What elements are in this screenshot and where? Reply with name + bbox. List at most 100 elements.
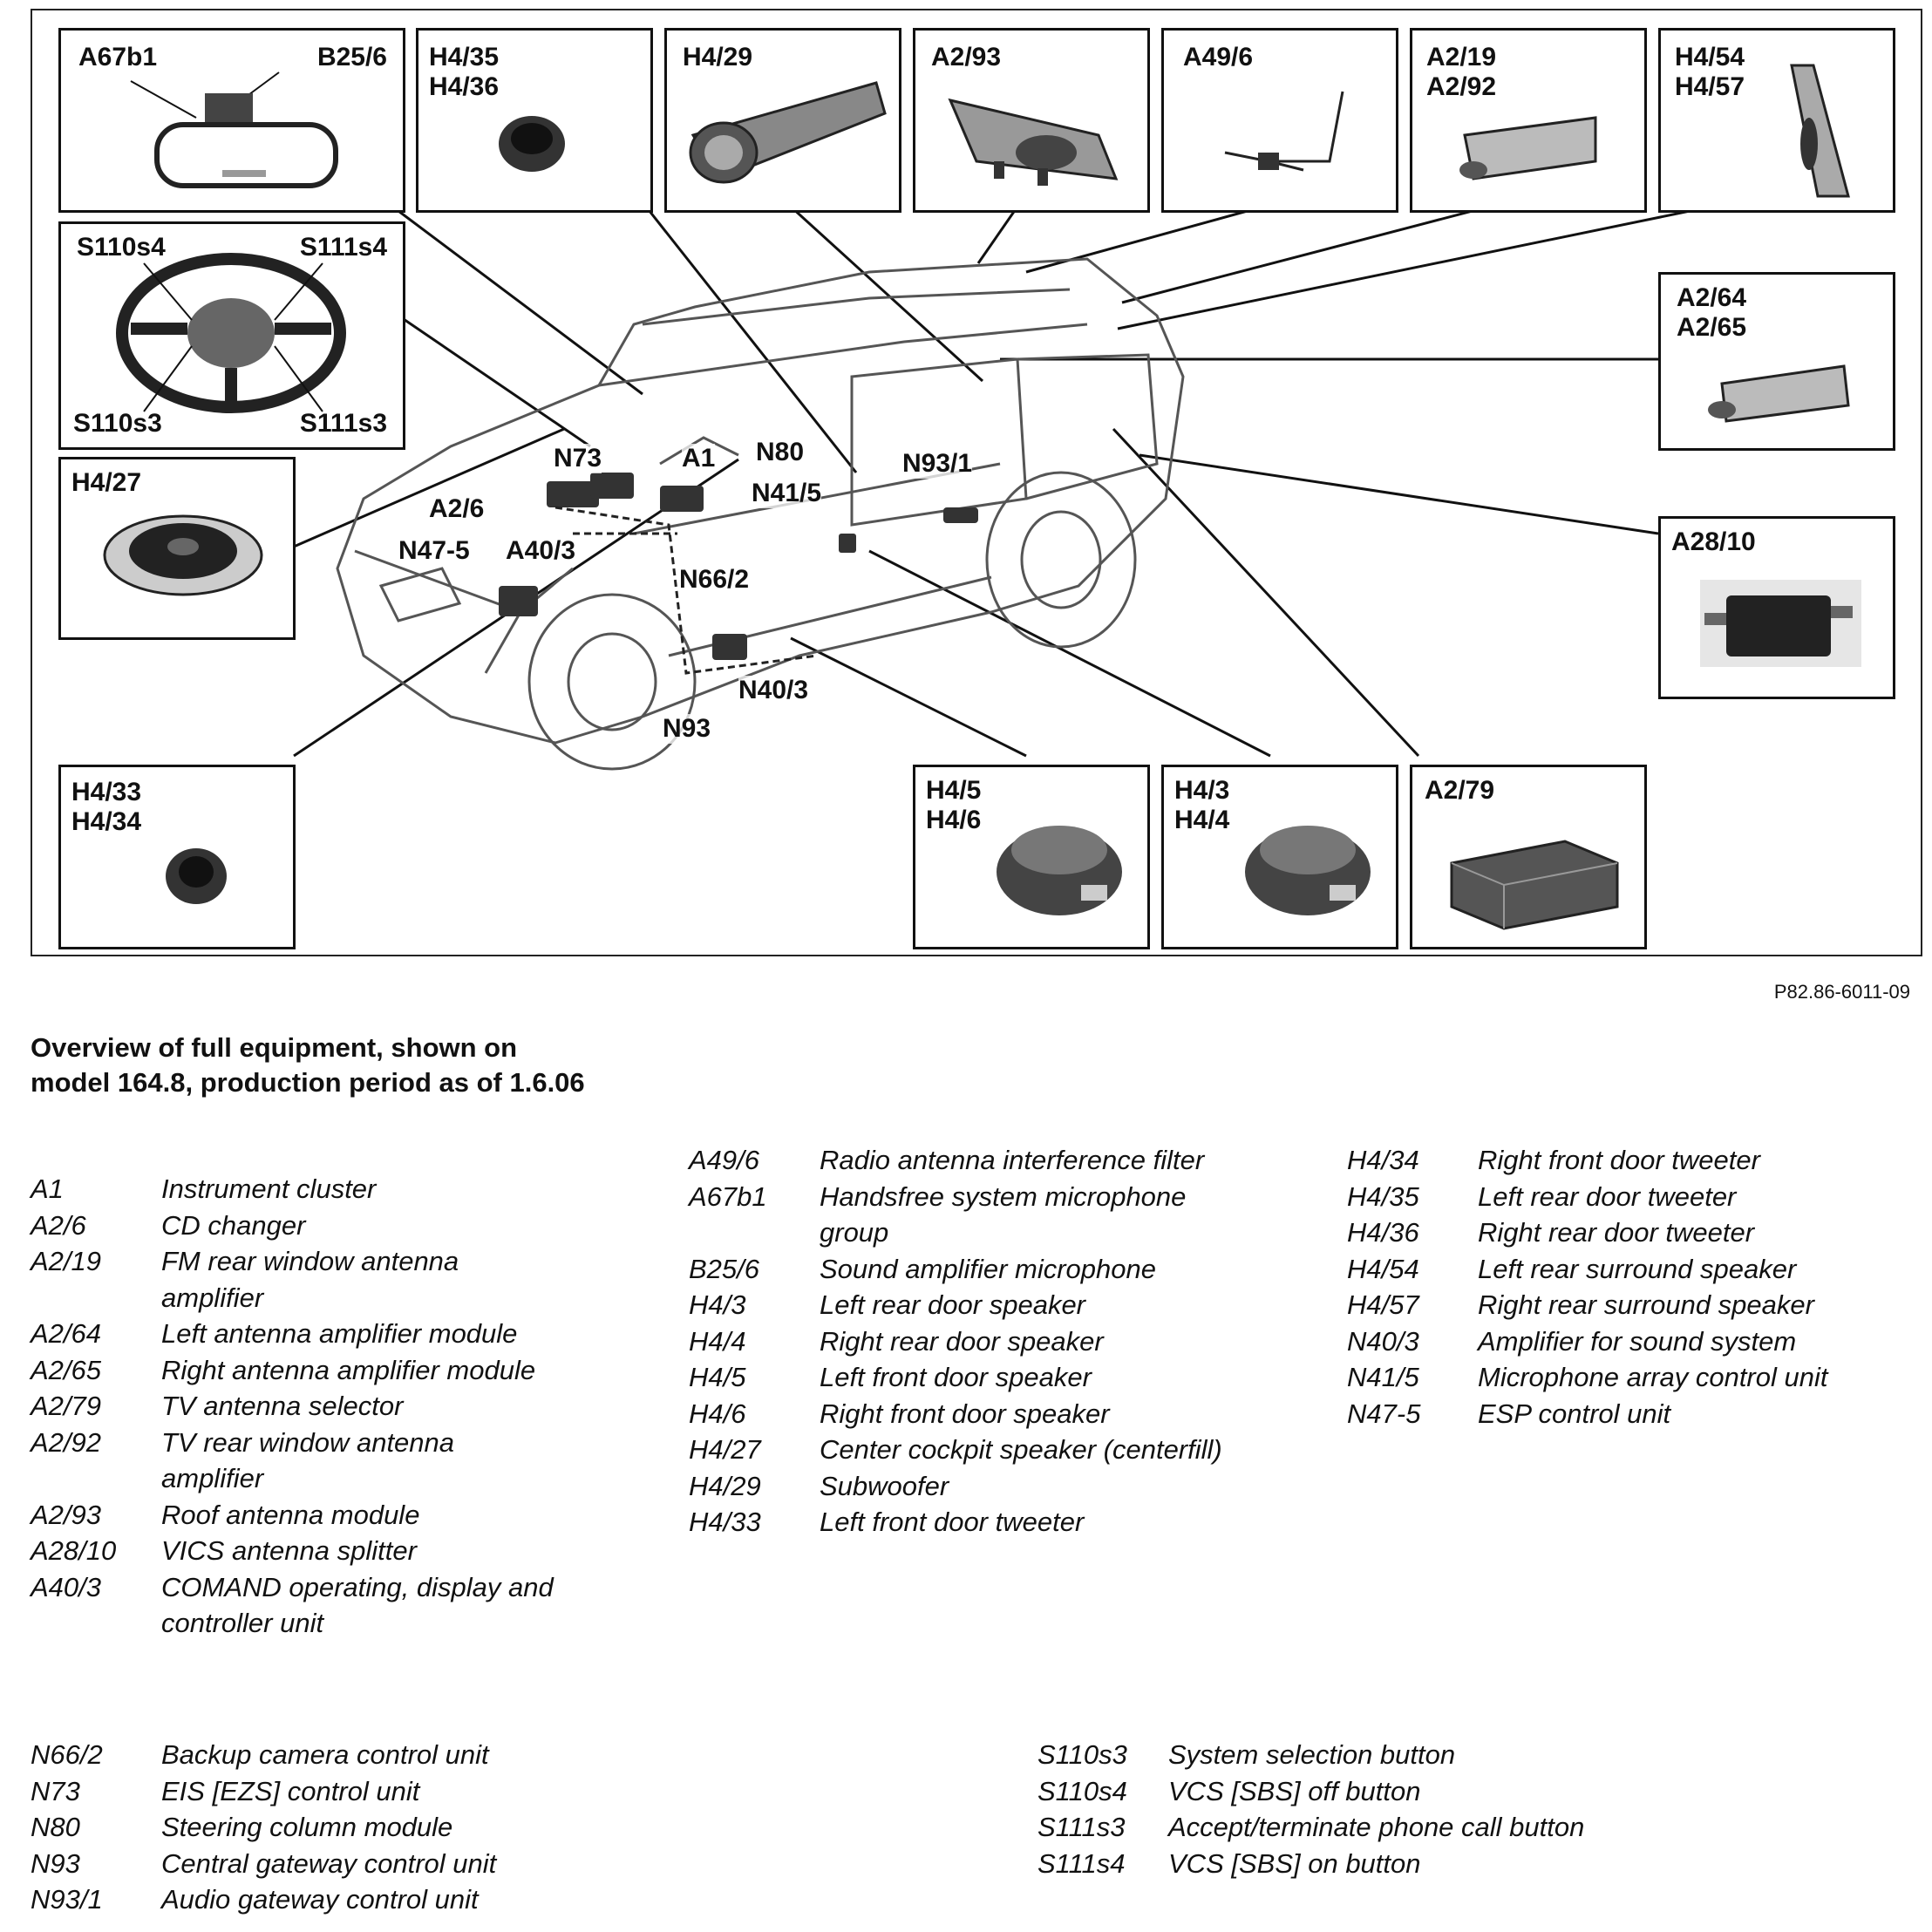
legend-code: S111s4	[1037, 1847, 1126, 1879]
legend-code: N73	[31, 1775, 80, 1806]
legend-item: A40/3 COMAND operating, display and contr…	[31, 1569, 554, 1642]
legend-description: Left antenna amplifier module	[161, 1318, 518, 1349]
callout-box-surround: H4/54 H4/57	[1658, 28, 1895, 213]
legend-code: A28/10	[31, 1535, 117, 1566]
interference-filter-icon	[1224, 91, 1344, 172]
legend-code: H4/6	[689, 1398, 746, 1429]
legend-description: Central gateway control unit	[161, 1847, 497, 1879]
legend-description: Accept/terminate phone call button	[1168, 1812, 1585, 1842]
legend-description: Left rear door speaker	[820, 1289, 1086, 1320]
legend-code: S110s4	[1037, 1775, 1127, 1806]
legend-item: H4/36 Right rear door tweeter	[1347, 1214, 1827, 1251]
legend-code: A2/64	[31, 1318, 102, 1349]
legend-description: Radio antenna interference filter	[820, 1145, 1205, 1175]
legend-description: Microphone array control unit	[1478, 1362, 1828, 1392]
label-h4-29: H4/29	[683, 43, 753, 71]
legend-item: S111s4 VCS [SBS] on button	[1037, 1846, 1584, 1882]
label-n93: N93	[663, 714, 711, 744]
legend-code: S111s3	[1037, 1812, 1126, 1842]
legend-code: H4/35	[1347, 1180, 1419, 1212]
legend-description: EIS [EZS] control unit	[161, 1775, 420, 1806]
label-n47-5: N47-5	[398, 536, 470, 566]
legend-description: Sound amplifier microphone	[820, 1253, 1156, 1284]
callout-box-mirror: A67b1 B25/6	[58, 28, 405, 213]
callout-box-antenna-module: A2/64 A2/65	[1658, 272, 1895, 451]
label-a2-93: A2/93	[931, 43, 1002, 71]
rearview-mirror-icon	[130, 71, 338, 188]
callout-box-rear-tweeter: H4/35 H4/36	[416, 28, 653, 213]
legend-code: B25/6	[689, 1253, 760, 1284]
legend-code: A40/3	[31, 1571, 102, 1602]
door-speaker-icon	[997, 826, 1122, 915]
legend-code: H4/36	[1347, 1217, 1419, 1248]
legend-description: VCS [SBS] on button	[1168, 1847, 1421, 1879]
callout-box-roof-antenna: A2/93	[913, 28, 1150, 213]
callout-box-steering-wheel: S110s4 S111s4 S110s3 S111s3	[58, 221, 405, 450]
label-b25-6: B25/6	[316, 43, 387, 71]
callout-box-front-tweeter: H4/33 H4/34	[58, 765, 296, 949]
legend-item: N73 EIS [EZS] control unit	[31, 1773, 496, 1810]
legend-description: Right front door speaker	[820, 1398, 1110, 1429]
callout-box-tv-selector: A2/79	[1410, 765, 1647, 949]
legend-description: Instrument cluster	[161, 1173, 377, 1204]
label-n73: N73	[554, 444, 602, 473]
component-location-diagram: A67b1 B25/6 H4/35 H4/36 H4/29 A2/93	[31, 9, 1922, 956]
callout-box-filter: A49/6	[1161, 28, 1398, 213]
legend-description: COMAND operating, display and controller…	[161, 1571, 554, 1639]
legend-description: Right front door tweeter	[1478, 1145, 1760, 1175]
legend-code: N80	[31, 1812, 80, 1842]
subwoofer-icon	[689, 81, 887, 184]
roof-antenna-icon	[948, 98, 1119, 186]
figure-id: P82.86-6011-09	[1773, 981, 1910, 1003]
legend-code: N40/3	[1347, 1325, 1419, 1357]
legend-description: Left front door speaker	[820, 1362, 1092, 1392]
antenna-module-icon	[1708, 364, 1850, 423]
label-a2-19-a2-92: A2/19 A2/92	[1426, 43, 1497, 101]
legend-code: H4/29	[689, 1470, 761, 1501]
callout-box-front-speaker: H4/5 H4/6	[913, 765, 1150, 949]
legend-description: Right antenna amplifier module	[161, 1354, 536, 1385]
label-s110s3: S110s3	[73, 409, 162, 438]
legend-code: H4/34	[1347, 1145, 1419, 1175]
legend-description: Right rear door tweeter	[1478, 1217, 1755, 1248]
legend-description: VICS antenna splitter	[161, 1535, 417, 1566]
label-a28-10: A28/10	[1671, 527, 1756, 556]
legend-code: H4/57	[1347, 1289, 1419, 1320]
label-s111s4: S111s4	[299, 233, 387, 262]
legend-code: A2/19	[31, 1246, 102, 1276]
label-h4-3-h4-4: H4/3 H4/4	[1174, 776, 1230, 834]
legend-code: H4/33	[689, 1507, 761, 1537]
legend-code: H4/5	[689, 1362, 746, 1392]
legend-item: A49/6 Radio antenna interference filter	[689, 1142, 1222, 1179]
legend-description: TV antenna selector	[161, 1391, 404, 1421]
legend-description: Center cockpit speaker (centerfill)	[820, 1434, 1222, 1465]
legend-code: A67b1	[689, 1180, 767, 1212]
leader-lines	[293, 201, 1733, 758]
legend-description: Left rear door tweeter	[1478, 1180, 1737, 1212]
label-s111s3: S111s3	[299, 409, 387, 438]
label-h4-27: H4/27	[71, 468, 142, 497]
callout-box-centerfill: H4/27	[58, 457, 296, 640]
legend-code: A2/93	[31, 1499, 102, 1530]
callout-box-subwoofer: H4/29	[664, 28, 901, 213]
label-h4-35-h4-36: H4/35 H4/36	[429, 43, 500, 101]
legend-item: N41/5 Microphone array control unit	[1347, 1359, 1827, 1396]
legend-item: H4/35 Left rear door tweeter	[1347, 1179, 1827, 1215]
legend-code: S110s3	[1037, 1739, 1127, 1770]
legend-description: Amplifier for sound system	[1478, 1325, 1797, 1357]
legend-code: H4/54	[1347, 1253, 1419, 1284]
legend-code: N41/5	[1347, 1362, 1419, 1392]
label-n40-3: N40/3	[738, 676, 809, 705]
label-a2-6: A2/6	[429, 494, 485, 524]
legend-code: A49/6	[689, 1145, 760, 1175]
